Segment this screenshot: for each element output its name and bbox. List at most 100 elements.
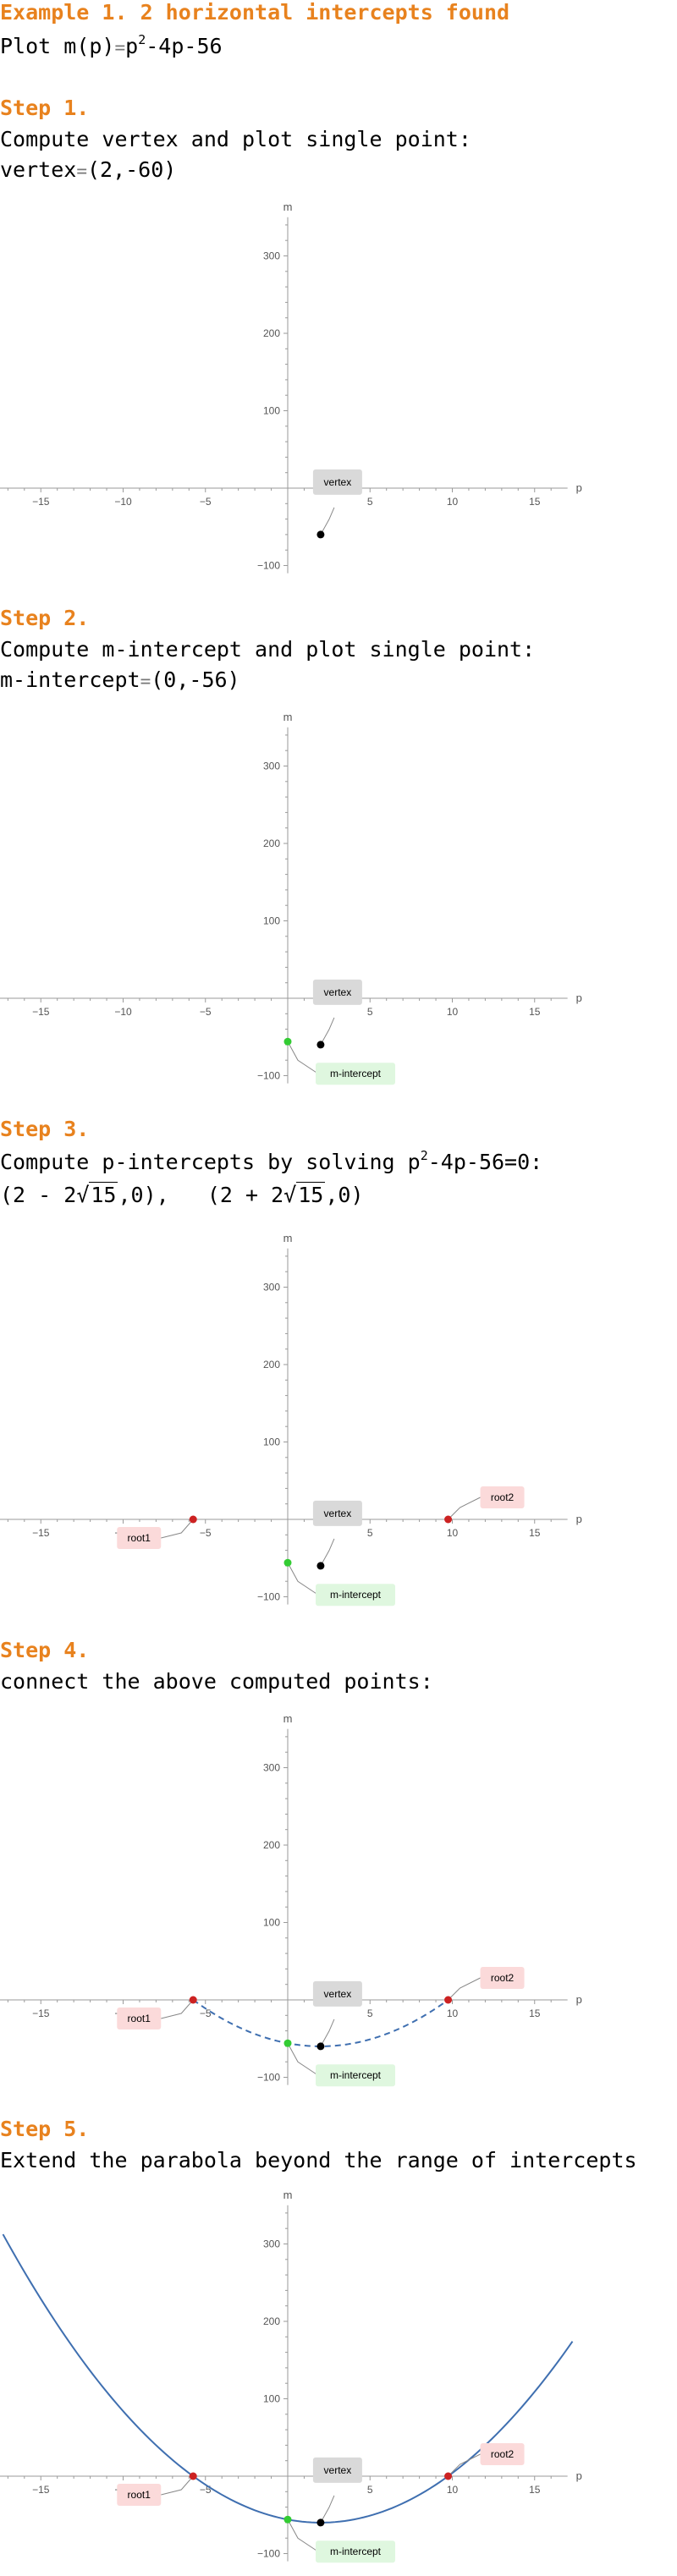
point-m-intercept: m-intercept xyxy=(283,1558,395,1607)
x-axis-label: p xyxy=(576,1993,582,2006)
marker-vertex xyxy=(316,530,325,539)
y-tick-label: 100 xyxy=(263,1436,280,1448)
label-root1: root1 xyxy=(128,2489,151,2501)
x-tick-label: −5 xyxy=(200,1006,212,1018)
x-tick-label: 15 xyxy=(529,2484,541,2496)
callout-line xyxy=(448,1497,481,1520)
point-vertex: vertex xyxy=(312,979,362,1049)
marker-root2 xyxy=(444,1515,453,1524)
y-tick-label: 200 xyxy=(263,327,280,339)
x-axis-label: p xyxy=(576,991,582,1004)
label-box xyxy=(117,1527,162,1549)
y-tick-label: 300 xyxy=(263,1762,280,1774)
x-axis-label: p xyxy=(576,1513,582,1525)
y-tick-label: −100 xyxy=(257,1070,280,1082)
step2-result: m-intercept=(0,-56) xyxy=(0,667,240,692)
step3-text: Compute p-intercepts by solving p2-4p-56… xyxy=(0,1148,543,1174)
y-tick-label: −100 xyxy=(257,1591,280,1603)
label-box xyxy=(312,2457,362,2483)
y-tick-label: 100 xyxy=(263,1917,280,1929)
chart-step5: −15−10−551015−100100200300pmvertexm-inte… xyxy=(0,2189,582,2563)
x-tick-label: −15 xyxy=(32,2484,50,2496)
y-axis-label: m xyxy=(283,2189,293,2201)
x-tick-label: 5 xyxy=(367,2008,373,2019)
x-tick-label: −10 xyxy=(114,1006,132,1018)
x-tick-label: −5 xyxy=(200,2008,212,2019)
callout-line xyxy=(320,1538,335,1567)
x-tick-label: 10 xyxy=(447,496,459,508)
callout-line xyxy=(287,2043,319,2076)
step3-heading: Step 3. xyxy=(0,1117,90,1141)
x-tick-label: 15 xyxy=(529,2008,541,2019)
callout-line xyxy=(320,507,335,536)
point-vertex: vertex xyxy=(312,469,362,539)
x-tick-label: −5 xyxy=(200,496,212,508)
step2-text: Compute m-intercept and plot single poin… xyxy=(0,637,536,662)
point-m-intercept: m-intercept xyxy=(283,2515,395,2563)
x-tick-label: −5 xyxy=(200,1527,212,1539)
label-box xyxy=(312,1500,362,1526)
y-tick-label: 100 xyxy=(263,2393,280,2405)
label-box xyxy=(316,1063,395,1085)
marker-vertex xyxy=(316,1041,325,1049)
x-tick-label: 15 xyxy=(529,496,541,508)
y-tick-label: 300 xyxy=(263,250,280,262)
marker-vertex xyxy=(316,2518,325,2527)
label-box xyxy=(117,2484,162,2506)
label-box xyxy=(480,2443,525,2465)
marker-m-intercept xyxy=(283,1037,292,1046)
x-tick-label: 15 xyxy=(529,1006,541,1018)
point-root1: root1 xyxy=(117,1996,197,2029)
label-box xyxy=(316,1584,395,1607)
callout-line xyxy=(287,2519,319,2552)
label-vertex: vertex xyxy=(324,1988,352,2000)
point-m-intercept: m-intercept xyxy=(283,1037,395,1085)
label-vertex: vertex xyxy=(324,476,352,488)
point-vertex: vertex xyxy=(312,1980,362,2051)
label-vertex: vertex xyxy=(324,986,352,998)
point-root2: root2 xyxy=(444,2443,525,2480)
marker-vertex xyxy=(316,2042,325,2051)
step4-text: connect the above computed points: xyxy=(0,1669,433,1694)
marker-vertex xyxy=(316,1562,325,1570)
y-tick-label: 200 xyxy=(263,838,280,849)
step1-result: vertex=(2,-60) xyxy=(0,157,177,182)
label-root2: root2 xyxy=(491,1972,515,1984)
callout-line xyxy=(161,2475,194,2496)
chart-step4: −15−10−551015−100100200300pmvertexm-inte… xyxy=(0,1712,582,2087)
y-tick-label: 200 xyxy=(263,1359,280,1370)
y-tick-label: 300 xyxy=(263,1282,280,1293)
x-tick-label: 5 xyxy=(367,2484,373,2496)
x-tick-label: 10 xyxy=(447,2008,459,2019)
point-root1: root1 xyxy=(117,2472,197,2506)
y-tick-label: 100 xyxy=(263,405,280,417)
y-tick-label: −100 xyxy=(257,560,280,572)
y-tick-label: 300 xyxy=(263,761,280,772)
x-tick-label: −15 xyxy=(32,496,50,508)
callout-line xyxy=(320,2019,335,2047)
x-axis-label: p xyxy=(576,2469,582,2482)
x-tick-label: 10 xyxy=(447,1527,459,1539)
point-root2: root2 xyxy=(444,1486,525,1524)
callout-line xyxy=(287,1563,319,1596)
label-box xyxy=(316,2064,395,2087)
y-axis-label: m xyxy=(283,1712,293,1725)
x-tick-label: 5 xyxy=(367,496,373,508)
label-box xyxy=(312,469,362,495)
label-m-intercept: m-intercept xyxy=(330,2546,382,2557)
marker-root1 xyxy=(189,1996,197,2004)
x-tick-label: 10 xyxy=(447,2484,459,2496)
label-vertex: vertex xyxy=(324,2464,352,2476)
callout-line xyxy=(161,1999,194,2019)
x-axis-label: p xyxy=(576,481,582,494)
label-root2: root2 xyxy=(491,2448,515,2460)
point-root2: root2 xyxy=(444,1967,525,2004)
point-m-intercept: m-intercept xyxy=(283,2039,395,2087)
step4-heading: Step 4. xyxy=(0,1638,90,1662)
